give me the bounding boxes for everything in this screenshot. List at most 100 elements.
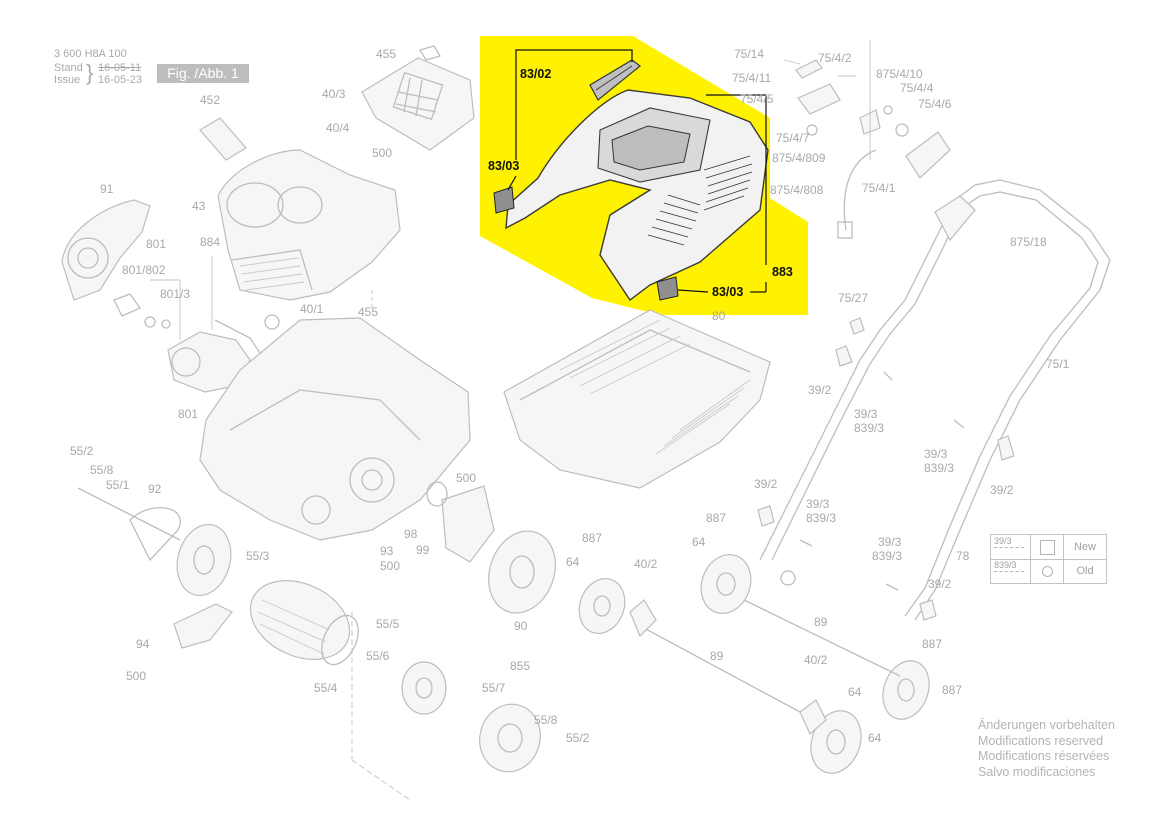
part-label: 39/3	[878, 535, 902, 549]
part-label: 887	[582, 531, 602, 545]
part-label: 40/2	[634, 557, 658, 571]
part-label: 455	[358, 305, 378, 319]
document-number: 3 600 H8A 100	[54, 48, 127, 60]
part-801-motor	[113, 293, 263, 393]
part-label: 75/4/11	[732, 71, 771, 85]
part-80-grass-bag	[503, 309, 771, 489]
legend-label-new: New	[1073, 541, 1096, 553]
stand-brace: }	[86, 60, 94, 85]
modifications-de: Änderungen vorbehalten	[978, 718, 1115, 732]
part-label: 55/8	[90, 463, 114, 477]
circle-icon	[1042, 566, 1053, 577]
part-75-1-handle	[759, 179, 1111, 621]
part-94-bracket	[173, 603, 233, 649]
part-label: 887	[942, 683, 962, 697]
part-98-99-plate	[426, 481, 495, 563]
part-452-badge	[199, 117, 247, 161]
highlight-part-label: 83/03	[488, 159, 519, 173]
part-label: 64	[848, 685, 862, 699]
part-label: 884	[200, 235, 220, 249]
part-label: 875/4/809	[772, 151, 826, 165]
part-label: 452	[200, 93, 220, 107]
stand-label: Stand	[54, 62, 83, 74]
part-label: 39/2	[808, 383, 832, 397]
part-label: 500	[380, 559, 400, 573]
handle-part-83-02	[589, 59, 641, 101]
legend-label-old: Old	[1076, 565, 1094, 577]
legend-code-old: 839/3	[991, 559, 1031, 583]
part-label: 75/1	[1046, 357, 1070, 371]
part-43-motor-cover	[217, 149, 401, 301]
part-label: 875/18	[1010, 235, 1047, 249]
wheel-887-a	[578, 578, 626, 634]
wheel-55-3	[176, 523, 232, 597]
part-label: 75/4/4	[900, 81, 934, 95]
part-label: 801/3	[160, 287, 190, 301]
part-label: 75/4/6	[918, 97, 952, 111]
part-label: 801/802	[122, 263, 166, 277]
part-label: 78	[956, 549, 970, 563]
wheel-855	[479, 703, 541, 773]
part-label: 887	[922, 637, 942, 651]
stand-value: 16-05-11	[98, 62, 142, 74]
part-label: 55/6	[366, 649, 390, 663]
part-label: 455	[376, 47, 396, 61]
cover-part-883	[505, 89, 769, 302]
part-label: 64	[868, 731, 882, 745]
part-label: 39/2	[990, 483, 1014, 497]
part-label: 43	[192, 199, 206, 213]
part-label: 75/4/2	[818, 51, 852, 65]
part-label: 55/2	[566, 731, 590, 745]
part-label: 55/5	[376, 617, 400, 631]
part-label: 887	[706, 511, 726, 525]
modifications-fr: Modifications réservées	[978, 749, 1110, 763]
wheel-887-d	[810, 710, 862, 774]
part-label: 55/3	[246, 549, 270, 563]
square-icon	[1040, 540, 1055, 555]
part-label: 875/4/10	[876, 67, 923, 81]
part-label: 55/1	[106, 478, 130, 492]
part-label: 93	[380, 544, 394, 558]
highlight-part-label: 883	[772, 265, 793, 279]
legend-connector-icon	[994, 571, 1024, 572]
wheel-90	[488, 530, 556, 614]
modifications-en: Modifications reserved	[978, 733, 1104, 748]
highlight-part-label: 83/03	[712, 285, 743, 299]
part-label: 39/3	[806, 497, 830, 511]
modifications-es: Salvo modificaciones	[978, 764, 1096, 779]
part-label: 39/2	[928, 577, 952, 591]
part-label: 839/3	[806, 511, 836, 525]
wheel-55-6	[401, 661, 447, 715]
part-label: 75/14	[734, 47, 764, 61]
part-label: 64	[692, 535, 706, 549]
part-label: 40/4	[326, 121, 350, 135]
part-label: 80	[712, 309, 726, 323]
part-label: 75/27	[838, 291, 868, 305]
part-label: 75/4/7	[776, 131, 810, 145]
clip-part-83-03-left	[493, 186, 515, 214]
part-label: 839/3	[854, 421, 884, 435]
legend-code-new: 39/3	[991, 535, 1031, 559]
part-label: 39/3	[854, 407, 878, 421]
part-label: 55/4	[314, 681, 338, 695]
figure-badge: Fig. /Abb. 1	[157, 64, 249, 83]
part-label: 75/4/1	[862, 181, 896, 195]
part-label: 839/3	[872, 549, 902, 563]
part-55-3-roller	[249, 580, 359, 666]
part-label: 75/4/5	[740, 92, 774, 106]
part-label: 801	[178, 407, 198, 421]
part-455-hatch	[361, 45, 475, 151]
highlight-part-label: 83/02	[520, 67, 551, 81]
wheel-887-c	[882, 660, 930, 720]
legend-symbol-old	[1031, 559, 1064, 583]
legend-row-new: 39/3 New	[991, 535, 1106, 560]
highlight-labels: 83/02 83/03 83/03 883	[488, 67, 793, 299]
part-label: 92	[148, 482, 162, 496]
part-label: 40/2	[804, 653, 828, 667]
part-label: 40/3	[322, 87, 346, 101]
legend-row-old: 839/3 Old	[991, 559, 1106, 583]
clip-part-83-03-right	[656, 276, 679, 301]
part-label: 89	[814, 615, 828, 629]
